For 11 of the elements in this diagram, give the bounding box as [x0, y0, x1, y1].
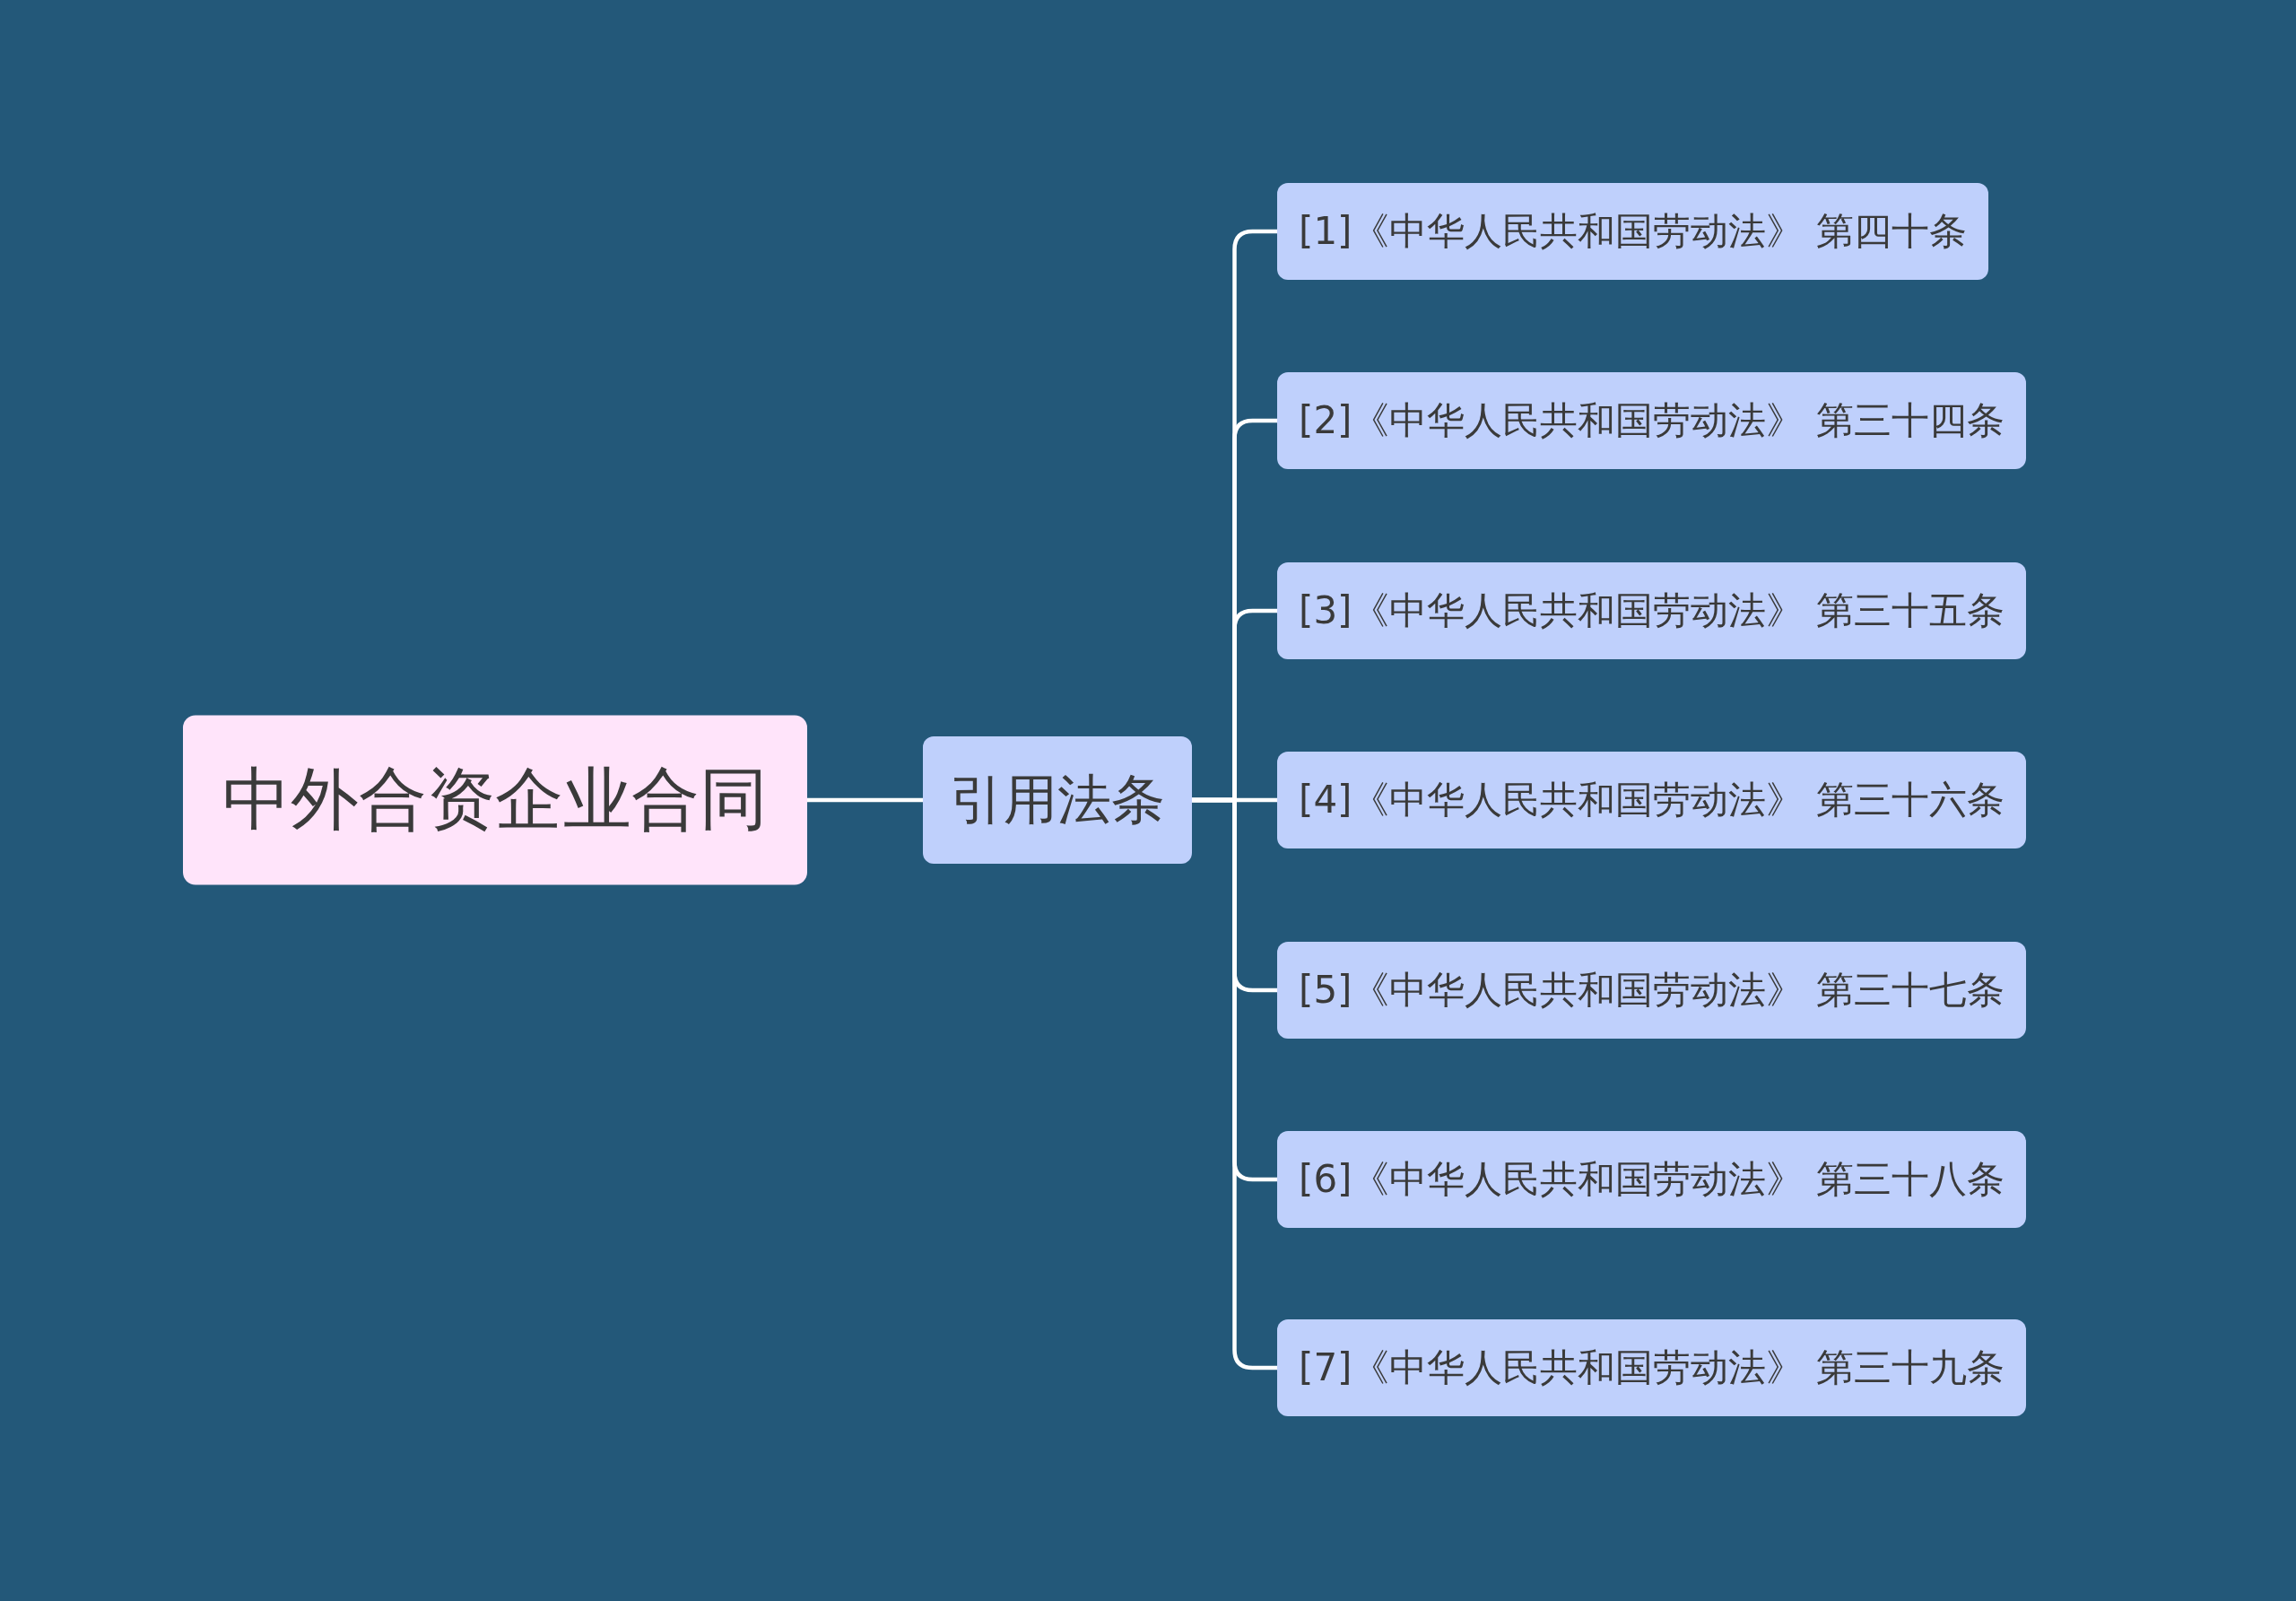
- root-topic-box: 中外合资企业合同: [183, 715, 807, 885]
- subtopic-box: 引用法条: [923, 736, 1192, 864]
- leaf-topic-box: [4]《中华人民共和国劳动法》 第三十六条: [1277, 752, 2026, 848]
- leaf-topic-box: [7]《中华人民共和国劳动法》 第三十九条: [1277, 1319, 2026, 1416]
- connector-line: [807, 797, 923, 803]
- connector-line: [1192, 797, 1277, 1370]
- leaf-topic-box: [3]《中华人民共和国劳动法》 第三十五条: [1277, 562, 2026, 659]
- leaf-topic-box: [6]《中华人民共和国劳动法》 第三十八条: [1277, 1131, 2026, 1228]
- leaf-topic-box: [5]《中华人民共和国劳动法》 第三十七条: [1277, 942, 2026, 1039]
- leaf-topic-box: [2]《中华人民共和国劳动法》 第三十四条: [1277, 372, 2026, 469]
- leaf-topic-box: [1]《中华人民共和国劳动法》 第四十条: [1277, 183, 1988, 280]
